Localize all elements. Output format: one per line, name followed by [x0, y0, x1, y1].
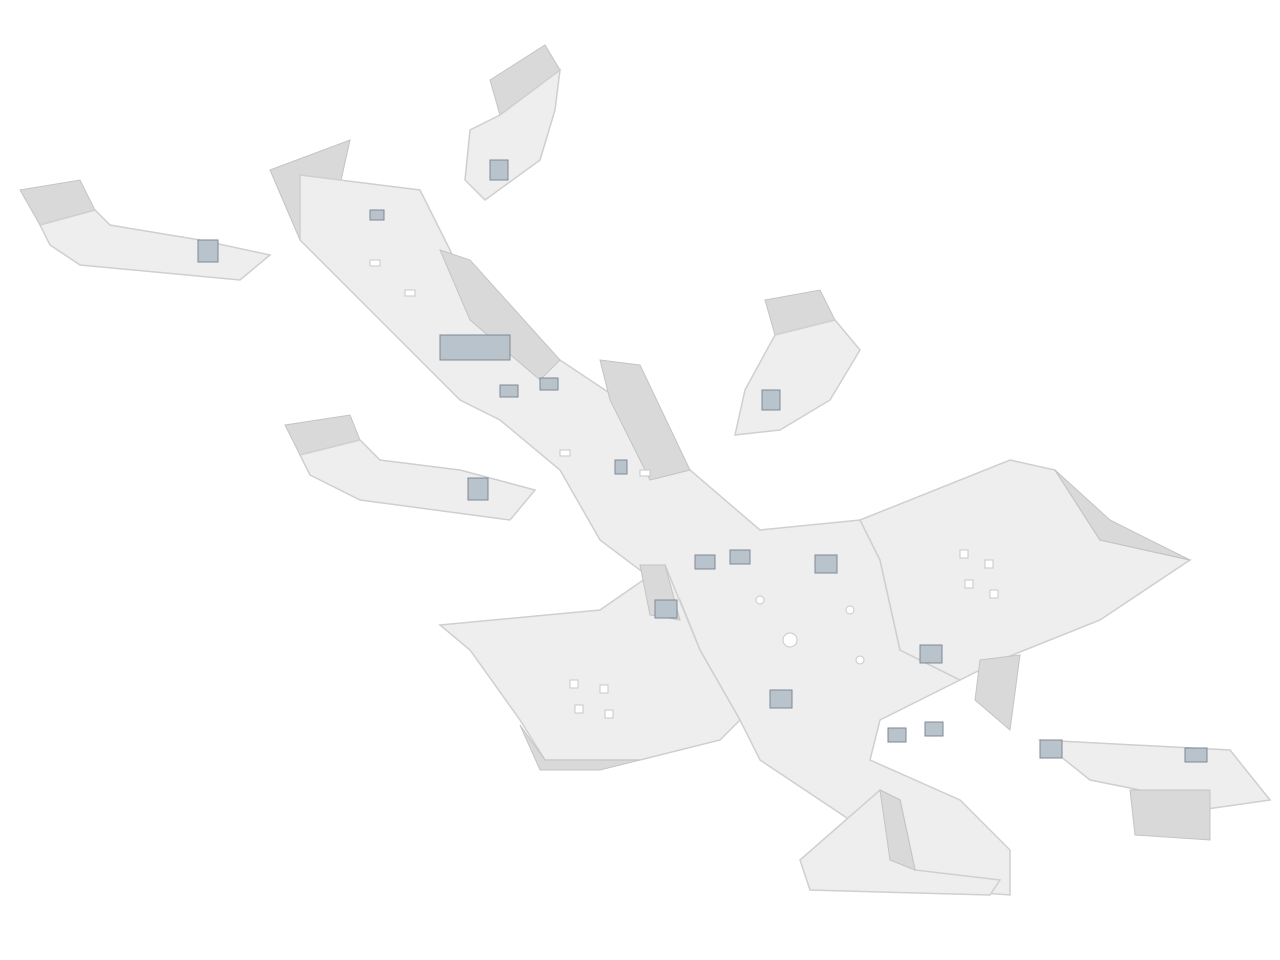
holes [369, 259, 999, 719]
footrest-guard-top-left [19, 179, 272, 281]
footrest-guard-right [734, 289, 861, 436]
footrest-guard-top [464, 44, 561, 201]
right-wing-plate [858, 459, 1192, 731]
a-arm-guard-right [1037, 739, 1272, 841]
a-arm-guard-left [799, 789, 1002, 896]
footrest-guard-left-mid [284, 414, 537, 521]
brackets [369, 209, 944, 743]
